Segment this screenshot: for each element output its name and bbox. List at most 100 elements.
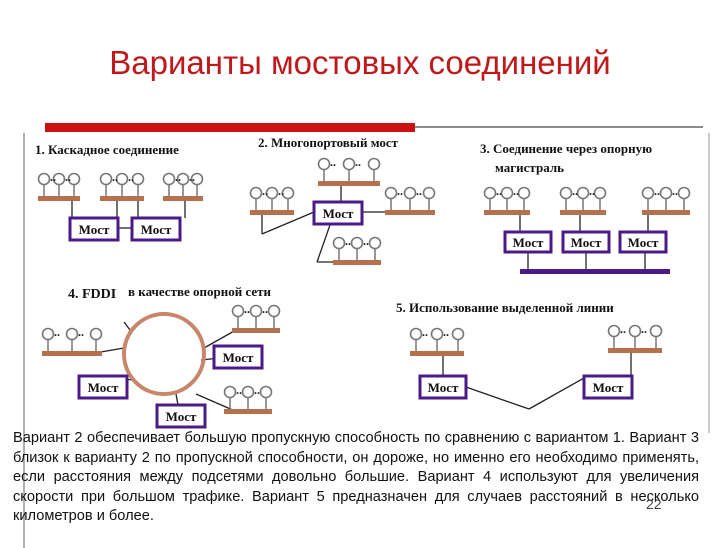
accent-line <box>415 126 703 128</box>
station-node <box>641 186 655 200</box>
section-label-dedicated-line: 5. Использование выделенной линии <box>396 300 614 315</box>
station-node <box>384 186 398 200</box>
bridge-frame <box>77 374 129 400</box>
station-node <box>500 186 514 200</box>
station-node <box>607 324 621 338</box>
lan-segment <box>642 210 690 215</box>
bridge-frame <box>312 200 364 226</box>
section-label-fddi-suffix: в качестве опорной сети <box>128 284 272 299</box>
station-node <box>99 172 113 186</box>
connection-line <box>316 224 331 263</box>
bridge-label: Мост <box>88 380 119 395</box>
station-node <box>332 236 346 250</box>
bridge-box: Мост <box>155 403 207 429</box>
bridge-frame <box>212 344 264 370</box>
connection-line <box>528 377 585 410</box>
lan-segment <box>100 196 144 201</box>
station-node <box>451 327 465 341</box>
station-node <box>483 186 497 200</box>
lan-segment <box>318 181 380 186</box>
frame-right-border <box>708 133 710 433</box>
station-node <box>422 186 436 200</box>
station-node <box>659 186 673 200</box>
bridge-box: Мост <box>68 216 120 242</box>
connection-line <box>175 393 179 406</box>
station-node <box>249 186 263 200</box>
station-node <box>67 172 81 186</box>
ellipsis-mark: .. <box>397 184 403 198</box>
bridge-label: Мост <box>628 235 659 250</box>
ellipsis-mark: .. <box>672 184 678 198</box>
ellipsis-mark: .. <box>112 170 118 184</box>
bridge-box: Мост <box>212 344 264 370</box>
ellipsis-mark: .. <box>128 170 134 184</box>
bridge-label: Мост <box>593 380 624 395</box>
station-node <box>593 186 607 200</box>
ellipsis-mark: .. <box>175 170 181 184</box>
ellipsis-mark: .. <box>443 325 449 339</box>
ellipsis-mark: .. <box>654 184 660 198</box>
bridge-frame <box>503 230 553 254</box>
bridge-frame <box>561 230 611 254</box>
ellipsis-mark: .. <box>254 383 260 397</box>
station-node <box>249 304 263 318</box>
lan-segment <box>484 210 530 215</box>
bridge-label: Мост <box>166 409 197 424</box>
station-node <box>223 385 237 399</box>
station-node <box>559 186 573 200</box>
bridge-label: Мост <box>571 235 602 250</box>
bridge-label: Мост <box>513 235 544 250</box>
station-node <box>41 327 55 341</box>
bridge-box: Мост <box>130 216 182 242</box>
ellipsis-mark: .. <box>78 325 84 339</box>
lan-segment <box>385 210 435 215</box>
bridge-box: Мост <box>503 230 553 254</box>
section-label-backbone-line2: магистраль <box>495 160 564 175</box>
bridge-box: Мост <box>312 200 364 226</box>
backbone-line <box>520 269 670 274</box>
ellipsis-mark: .. <box>262 302 268 316</box>
ellipsis-mark: .. <box>416 184 422 198</box>
lan-segment <box>608 348 662 353</box>
station-node <box>89 327 103 341</box>
station-node <box>162 172 176 186</box>
connection-line <box>203 329 237 349</box>
station-node <box>231 304 245 318</box>
section-label-cascade: 1. Каскадное соединение <box>35 142 179 157</box>
ellipsis-mark: .. <box>496 184 502 198</box>
station-node <box>677 186 691 200</box>
connection-line <box>123 321 131 331</box>
ellipsis-mark: .. <box>363 234 369 248</box>
station-node <box>350 236 364 250</box>
slide-title: Варианты мостовых соединений <box>109 44 611 81</box>
ellipsis-mark: .. <box>244 302 250 316</box>
bridge-box: Мост <box>582 374 634 400</box>
ellipsis-mark: .. <box>589 184 595 198</box>
bridge-frame <box>155 403 207 429</box>
bridge-frame <box>618 230 668 254</box>
ellipsis-mark: .. <box>65 170 71 184</box>
lan-segment <box>250 210 294 215</box>
station-node <box>517 186 531 200</box>
station-node <box>368 236 382 250</box>
bridge-label: Мост <box>323 206 354 221</box>
section-label-multiport: 2. Многопортовый мост <box>258 135 399 150</box>
station-node <box>37 172 51 186</box>
lan-segment <box>163 196 203 201</box>
station-node <box>409 327 423 341</box>
section-label-backbone: 3. Соединение через опорную <box>480 141 652 156</box>
station-node <box>576 186 590 200</box>
station-node <box>131 172 145 186</box>
lan-segment <box>560 210 606 215</box>
ellipsis-mark: .. <box>422 325 428 339</box>
station-node <box>65 327 79 341</box>
station-node <box>342 157 356 171</box>
station-node <box>241 385 255 399</box>
fddi-ring <box>122 312 206 396</box>
ellipsis-mark: .. <box>54 325 60 339</box>
lan-segment <box>224 409 272 414</box>
connection-line <box>465 386 530 410</box>
bridge-box: Мост <box>418 374 468 400</box>
bridge-label: Мост <box>428 380 459 395</box>
